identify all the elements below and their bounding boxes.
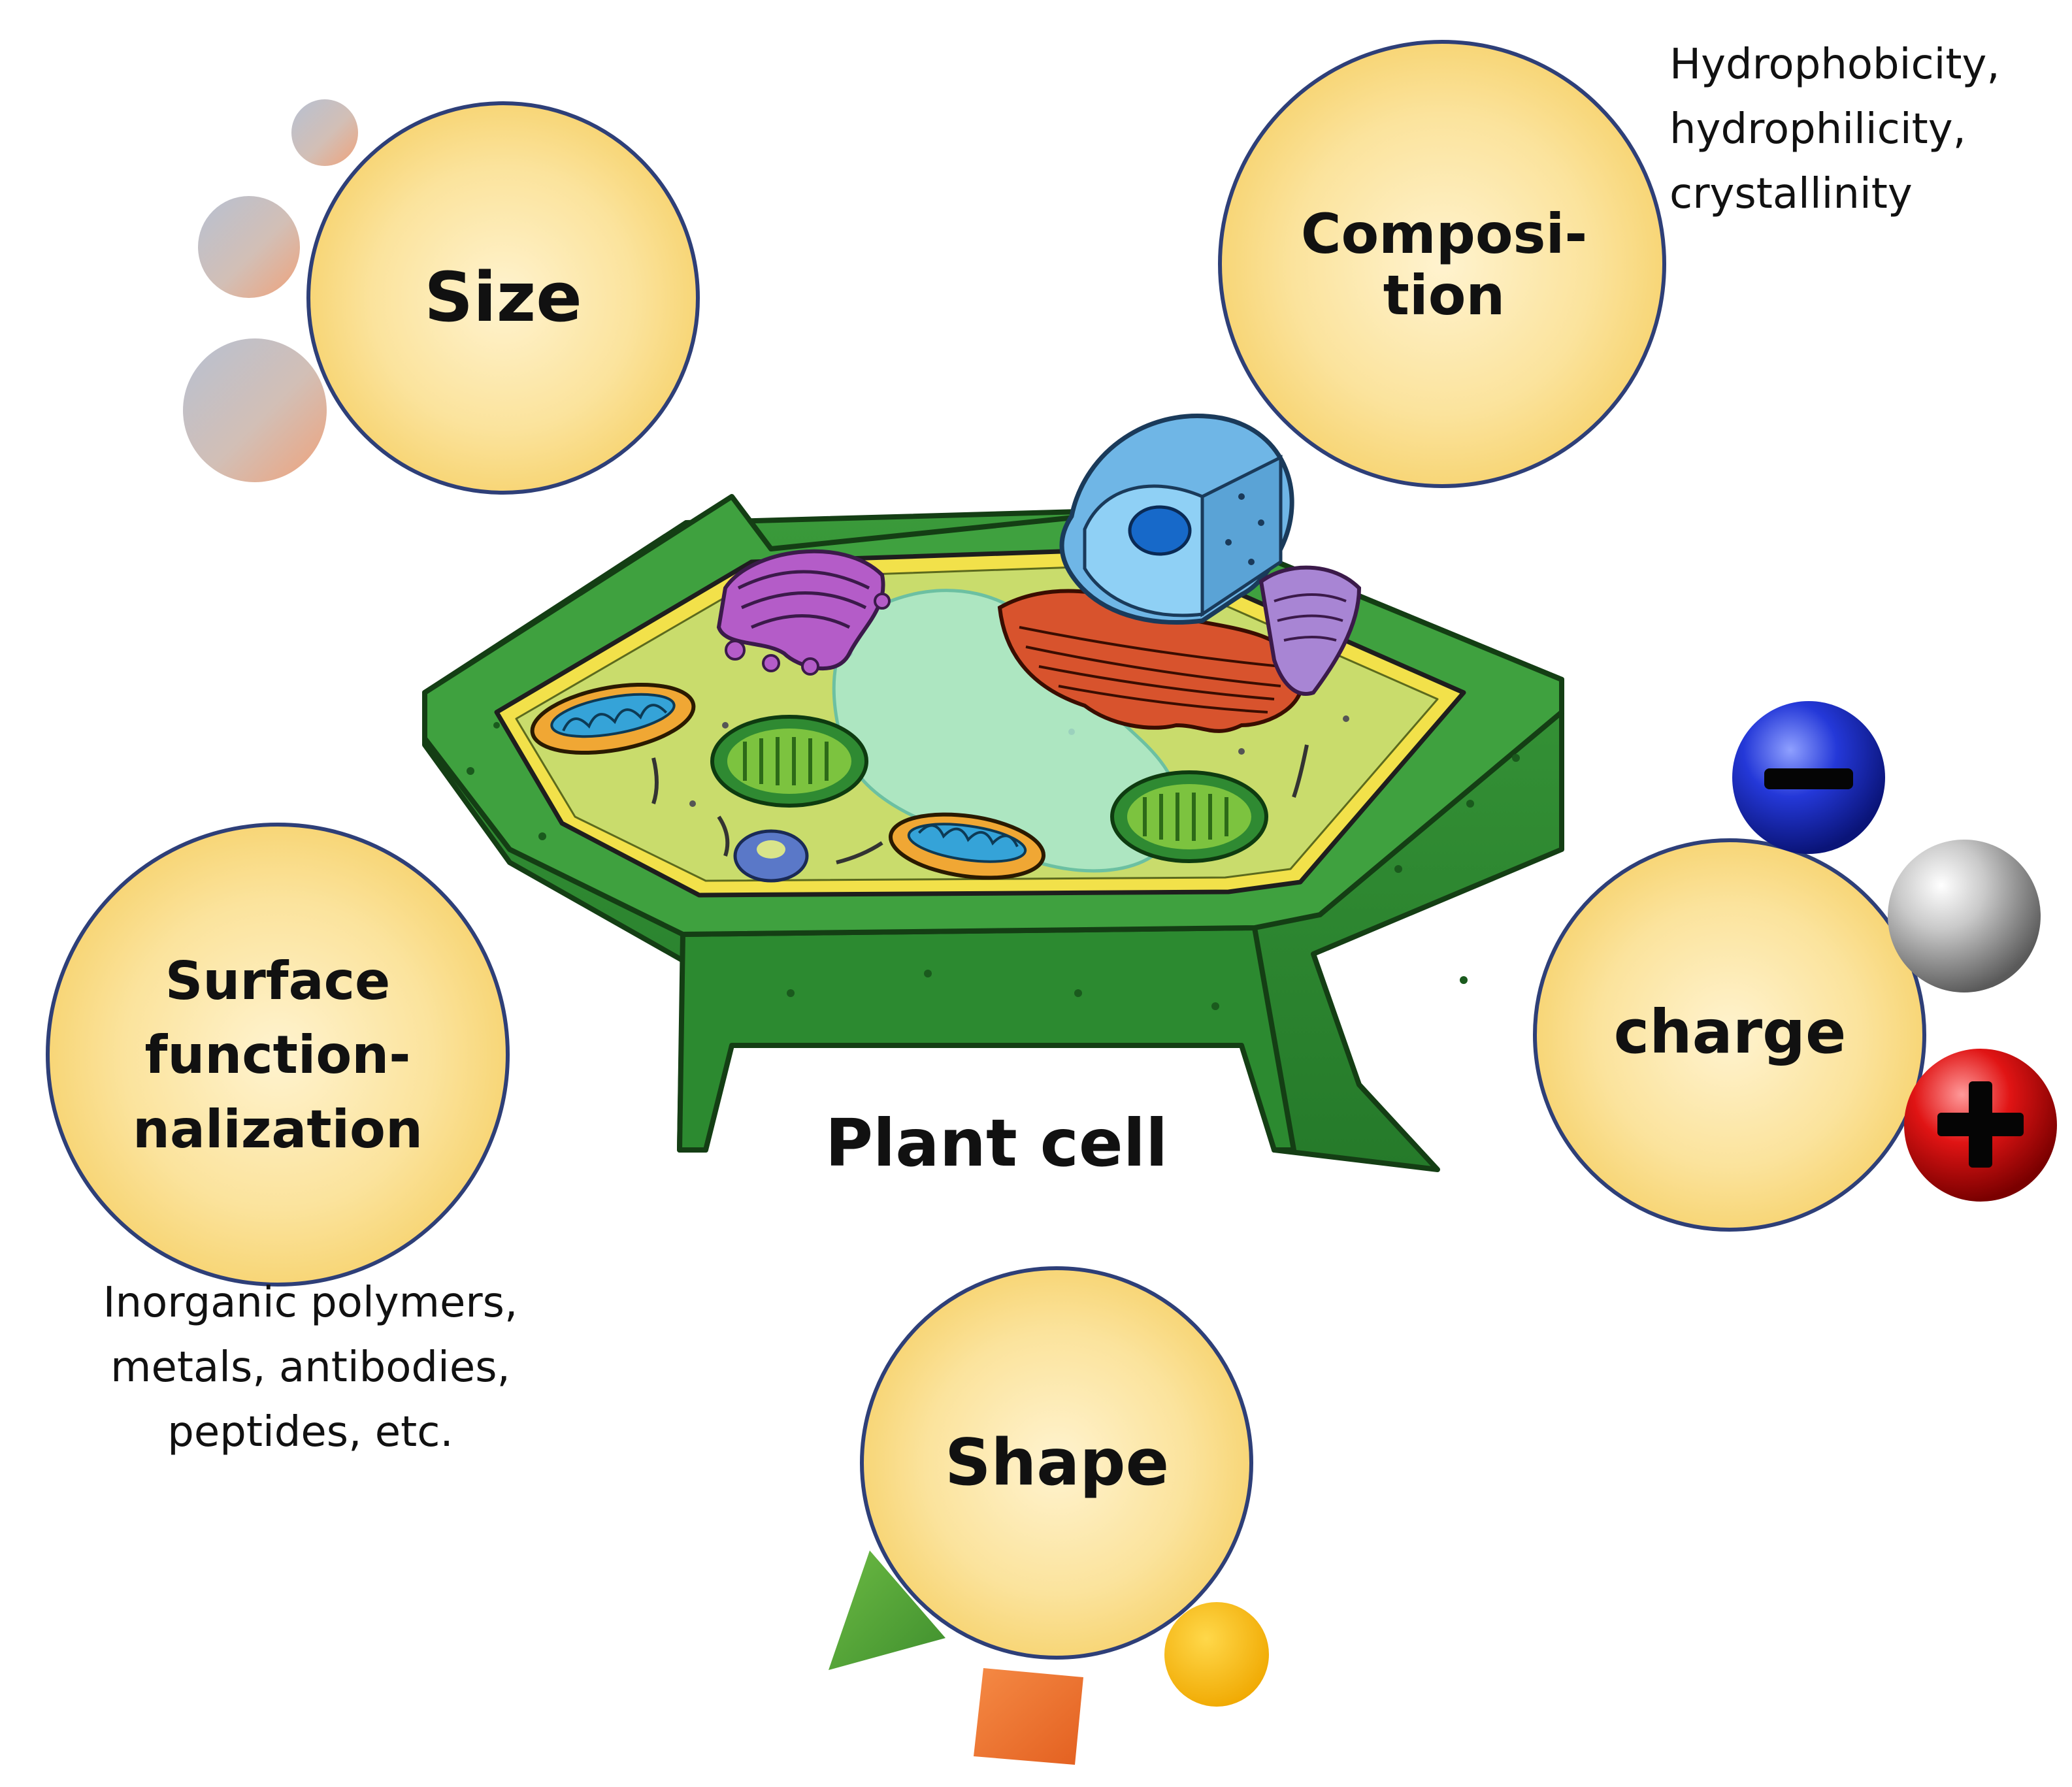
golgi-body-2 <box>1258 565 1362 696</box>
plus-sphere-icon <box>1904 1049 2057 1202</box>
cell-wall-texture <box>467 722 1520 1010</box>
minus-sphere-icon <box>1732 701 1885 854</box>
charge-label: charge <box>1613 997 1847 1068</box>
circle-icon <box>1164 1602 1269 1707</box>
neutral-sphere-icon <box>1888 840 2041 992</box>
chloroplast-1 <box>710 715 868 808</box>
composition-node-circle <box>1218 40 1666 488</box>
vesicle <box>733 829 809 883</box>
plant-cell-illustration <box>422 414 1564 1172</box>
size-node-circle <box>306 101 700 495</box>
chloroplast-2 <box>1110 770 1268 863</box>
composition-note-line-2: hydrophilicity, <box>1669 105 1966 154</box>
surface-label: Surface function- nalization <box>75 934 480 1176</box>
golgi-body <box>716 549 891 676</box>
size-sphere-large-icon <box>183 338 327 482</box>
size-sphere-medium-icon <box>198 196 300 298</box>
mitochondrion-1 <box>530 682 696 755</box>
composition-note-line-3: crystallinity <box>1669 170 1913 219</box>
composition-label-line-2: tion <box>1383 263 1505 327</box>
surface-note-line-2: metals, antibodies, <box>110 1343 510 1392</box>
size-decoration <box>183 99 358 482</box>
surface-note-line-3: peptides, etc. <box>167 1408 453 1457</box>
surface-label-line-3: nalization <box>133 1098 423 1160</box>
mitochondrion-2 <box>888 812 1046 880</box>
square-icon <box>974 1668 1083 1765</box>
composition-label-line-1: Composi- <box>1300 201 1588 266</box>
endoplasmic-reticulum <box>997 589 1305 733</box>
plant-cell-label: Plant cell <box>825 1105 1168 1181</box>
surface-node-circle <box>46 823 510 1287</box>
cell-wall-front <box>677 925 1296 1153</box>
surface-label-line-2: function- <box>144 1025 411 1086</box>
size-sphere-small-icon <box>291 99 358 166</box>
nucleus <box>1059 414 1294 625</box>
surface-label-line-1: Surface <box>165 950 391 1011</box>
composition-note: Hydrophobicity, hydrophilicity, crystall… <box>1669 33 2062 227</box>
size-label: Size <box>424 257 582 337</box>
surface-note-line-1: Inorganic polymers, <box>103 1279 518 1327</box>
charge-decoration <box>1732 701 2057 1202</box>
charge-node-circle <box>1533 838 1926 1232</box>
shape-node-circle <box>860 1266 1253 1660</box>
shape-label: Shape <box>944 1426 1170 1501</box>
shape-decoration <box>829 1550 1269 1765</box>
composition-label: Composi- tion <box>1242 176 1647 353</box>
triangle-icon <box>829 1550 946 1670</box>
surface-note: Inorganic polymers, metals, antibodies, … <box>62 1271 559 1466</box>
composition-note-line-1: Hydrophobicity, <box>1669 41 2000 89</box>
